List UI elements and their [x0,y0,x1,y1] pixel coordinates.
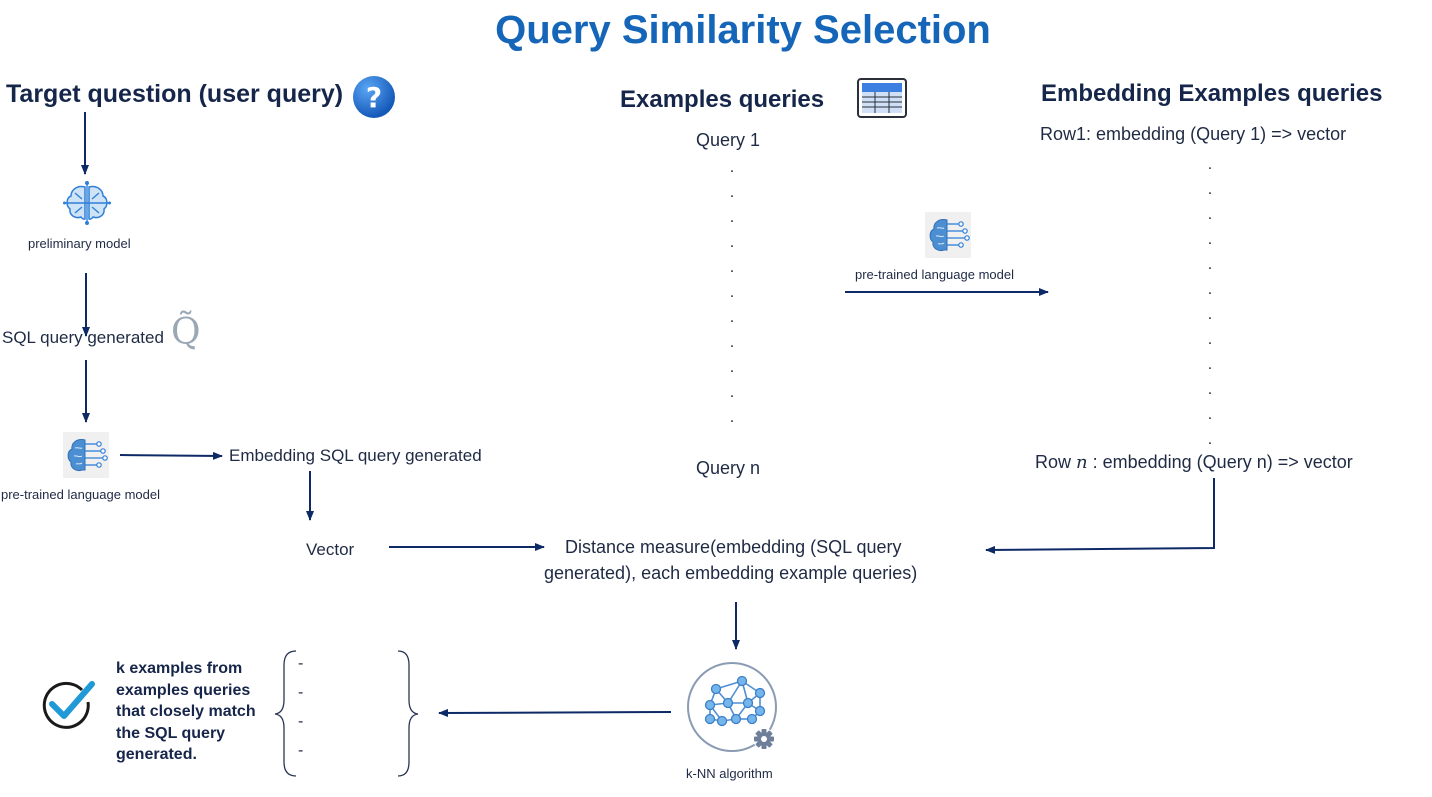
row-n-label: Row n : embedding (Query n) => vector [1035,452,1353,473]
row-n-suffix: : embedding (Query n) => vector [1087,452,1353,472]
embedding-sql-label: Embedding SQL query generated [229,446,482,465]
vector-label: Vector [306,540,355,559]
distance-line-1: Distance measure(embedding (SQL query [565,537,902,557]
plm-label-middle: pre-trained language model [855,267,1014,282]
knn-label: k-NN algorithm [686,766,773,781]
arrow-rown-to-distance [985,478,1215,554]
brain-circuit-icon [63,181,111,225]
result-item: - [298,684,304,701]
result-list: - - - - [298,649,303,765]
embedding-examples-heading: Embedding Examples queries [1041,80,1383,107]
result-item: - [298,713,304,730]
row1-label: Row1: embedding (Query 1) => vector [1040,124,1347,144]
brain-network-icon [63,432,109,478]
plm-label-left: pre-trained language model [1,487,160,502]
table-icon [857,78,907,118]
distance-line-2: generated), each embedding example queri… [544,563,918,583]
svg-text:?: ? [366,81,382,114]
page-title: Query Similarity Selection [495,8,991,52]
sql-query-generated-label: SQL query generated [2,328,164,347]
query-n-label: Query n [696,458,761,478]
result-description: k examples from examples queries that cl… [116,660,256,763]
arrow-knn-to-result [438,708,672,717]
examples-queries-heading: Examples queries [620,86,825,113]
row-n-variable: n [1076,452,1088,473]
q-tilde-symbol: Q̃ [171,312,201,353]
left-brace [274,650,297,777]
question-icon: ? [353,76,395,118]
right-brace [397,650,419,777]
brain-network-icon-2 [925,212,971,258]
result-item: - [298,742,304,759]
target-question-heading: Target question (user query) [6,80,344,108]
middle-ellipsis: . . . . . . . . . . . [729,159,735,426]
preliminary-model-label: preliminary model [28,236,131,251]
checkmark-icon [42,681,95,729]
neural-network-icon [687,662,777,752]
arrow-plm-to-embedding [119,451,223,460]
query-1-label: Query 1 [696,130,761,150]
row-n-prefix: Row [1035,452,1077,472]
result-item: - [298,655,304,672]
right-ellipsis: . . . . . . . . . . . . [1207,156,1213,448]
gear-icon [753,728,775,750]
